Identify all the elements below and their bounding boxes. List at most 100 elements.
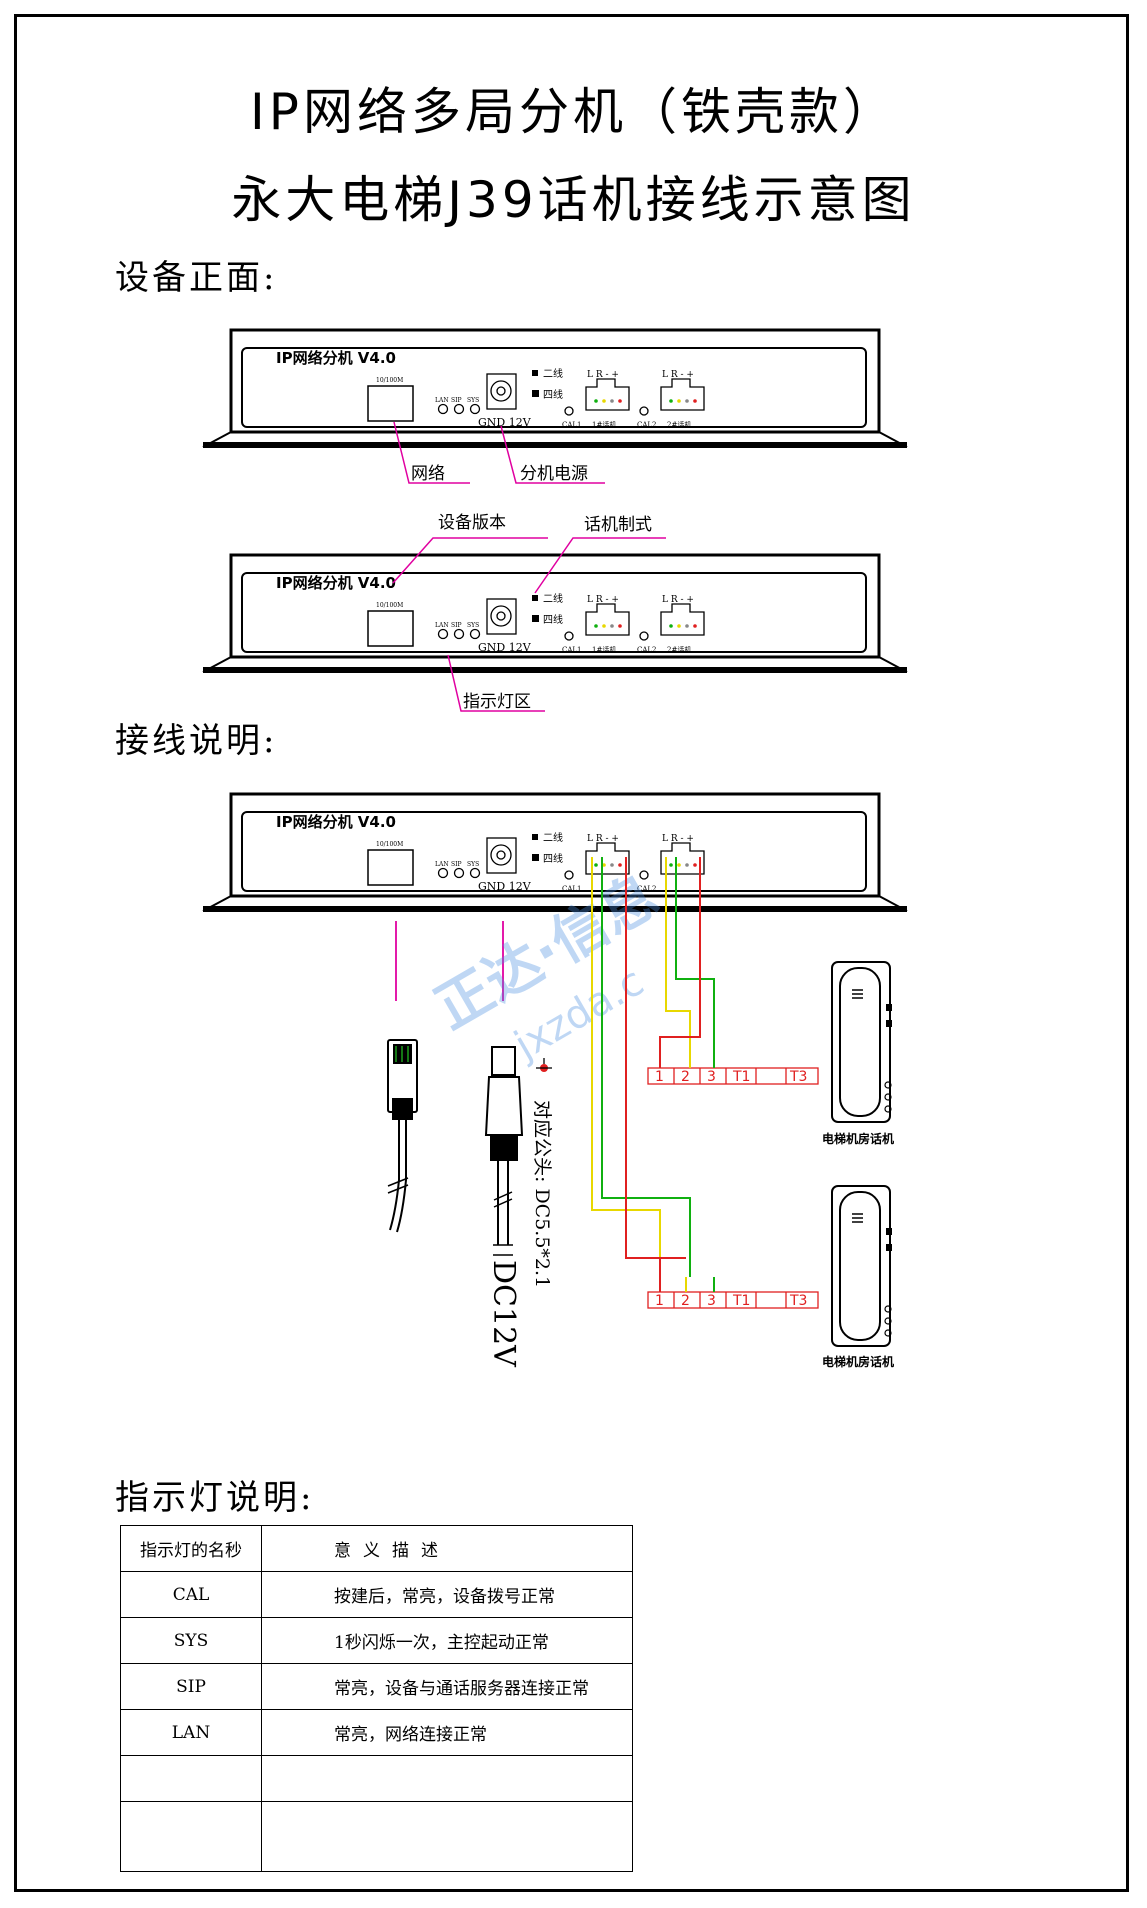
terminal-1-3: 3	[707, 1069, 716, 1085]
device-1-name: IP网络分机 V4.0	[276, 349, 396, 367]
row-name: SIP	[120, 1663, 262, 1710]
row-desc: 按建后，常亮，设备拨号正常	[261, 1571, 633, 1618]
terminal-1-t3: T3	[789, 1069, 807, 1085]
wire-red-2	[626, 1257, 661, 1277]
row-name	[120, 1801, 262, 1872]
title-line-2: 永大电梯J39话机接线示意图	[231, 171, 916, 229]
callout-network: 网络	[411, 464, 445, 484]
table-row: CAL 按建后，常亮，设备拨号正常	[120, 1571, 633, 1618]
callout-power: 分机电源	[520, 464, 588, 484]
device-2-power-label: GND 12V	[478, 641, 532, 654]
phone-label-2: 电梯机房话机	[822, 1354, 894, 1369]
row-desc	[261, 1755, 633, 1802]
elevator-phone-1	[831, 961, 893, 1123]
device-2-two-wire: 二线	[543, 592, 563, 605]
title-line-1: IP网络多局分机（铁壳款）	[250, 83, 897, 141]
terminal-1-1: 1	[655, 1069, 664, 1085]
table-row: SYS 1秒闪烁一次，主控起动正常	[120, 1617, 633, 1664]
device-2-name: IP网络分机 V4.0	[276, 574, 396, 592]
indicator-table: 指示灯的名秒 意义描述 CAL 按建后，常亮，设备拨号正常 SYS 1秒闪烁一次…	[120, 1525, 633, 1872]
device-1-led-sip: SIP	[451, 397, 462, 404]
terminal-2-2: 2	[681, 1293, 690, 1309]
elevator-phone-2	[831, 1185, 893, 1347]
terminal-2-3: 3	[707, 1293, 716, 1309]
callouts-device-2	[392, 537, 666, 712]
device-2-led-lan: LAN	[435, 622, 449, 629]
table-header: 指示灯的名秒 意义描述	[120, 1525, 633, 1572]
device-1-lr-2: L R - +	[662, 370, 694, 380]
device-front-2	[201, 553, 909, 675]
callout-led-area: 指示灯区	[463, 692, 531, 712]
device-3-cal2: CAL2	[637, 885, 657, 893]
device-1-four-wire: 四线	[543, 388, 563, 401]
callout-phone-mode: 话机制式	[584, 515, 652, 535]
row-desc: 1秒闪烁一次，主控起动正常	[261, 1617, 633, 1664]
device-3-lr-1: L R - +	[587, 834, 619, 844]
callout-version: 设备版本	[438, 513, 506, 533]
device-3-led-sip: SIP	[451, 861, 462, 868]
terminal-labels-2: 1 2 3 T1 T3	[655, 1293, 807, 1309]
terminal-1-t1: T1	[732, 1069, 750, 1085]
page-frame	[14, 14, 1129, 1892]
rj45-plug	[387, 1039, 418, 1233]
device-1-led-sys: SYS	[467, 397, 479, 404]
section-wiring: 接线说明:	[115, 721, 278, 761]
header-desc: 意义描述	[261, 1525, 633, 1572]
device-2-led-sys: SYS	[467, 622, 479, 629]
terminal-labels-1: 1 2 3 T1 T3	[655, 1069, 807, 1085]
device-1-power-label: GND 12V	[478, 416, 532, 429]
table-row: SIP 常亮，设备与通话服务器连接正常	[120, 1663, 633, 1710]
polarity-icon	[536, 1058, 552, 1072]
row-name: LAN	[120, 1709, 262, 1756]
row-name: CAL	[120, 1571, 262, 1618]
device-3-led-lan: LAN	[435, 861, 449, 868]
table-row	[120, 1801, 633, 1872]
device-3-port-speed: 10/100M	[376, 841, 403, 848]
device-1-phone2: 2#话机	[667, 420, 691, 429]
device-front-1	[201, 328, 909, 450]
device-front-3	[201, 792, 909, 914]
wire-ends-1	[659, 1053, 715, 1068]
device-2-phone1: 1#话机	[592, 645, 616, 654]
device-1-cal2: CAL2	[637, 421, 657, 429]
terminal-2-1: 1	[655, 1293, 664, 1309]
device-2-four-wire: 四线	[543, 613, 563, 626]
terminal-2-t3: T3	[789, 1293, 807, 1309]
device-3-two-wire: 二线	[543, 831, 563, 844]
device-1-port-speed: 10/100M	[376, 377, 403, 384]
device-3-name: IP网络分机 V4.0	[276, 813, 396, 831]
device-1-two-wire: 二线	[543, 367, 563, 380]
device-1-phone1: 1#话机	[592, 420, 616, 429]
device-2-labels: IP网络分机 V4.0 10/100M LAN SIP SYS GND 12V …	[276, 574, 694, 654]
device-2-cal2: CAL2	[637, 646, 657, 654]
header-name: 指示灯的名秒	[120, 1525, 262, 1572]
row-desc: 常亮，网络连接正常	[261, 1709, 633, 1756]
table-row: LAN 常亮，网络连接正常	[120, 1709, 633, 1756]
row-desc: 常亮，设备与通话服务器连接正常	[261, 1663, 633, 1710]
dc-plug	[484, 1046, 524, 1256]
device-2-phone2: 2#话机	[667, 645, 691, 654]
section-front: 设备正面:	[115, 258, 278, 298]
wire-ends-2	[659, 1277, 715, 1292]
device-1-lr-1: L R - +	[587, 370, 619, 380]
device-2-port-speed: 10/100M	[376, 602, 403, 609]
device-2-lr-1: L R - +	[587, 595, 619, 605]
device-2-led-sip: SIP	[451, 622, 462, 629]
section-indicator: 指示灯说明:	[115, 1478, 315, 1518]
device-3-four-wire: 四线	[543, 852, 563, 865]
phone-label-1: 电梯机房话机	[822, 1131, 894, 1146]
jack-note: 对应公头: DC5.5*2.1	[531, 1100, 553, 1288]
dc12v-label: DC12V	[486, 1260, 521, 1368]
row-name	[120, 1755, 262, 1802]
table-row	[120, 1755, 633, 1802]
device-2-cal1: CAL1	[562, 646, 582, 654]
device-3-lr-2: L R - +	[662, 834, 694, 844]
device-1-cal1: CAL1	[562, 421, 582, 429]
row-name: SYS	[120, 1617, 262, 1664]
device-3-labels: IP网络分机 V4.0 10/100M LAN SIP SYS GND 12V …	[276, 813, 694, 893]
terminal-2-t1: T1	[732, 1293, 750, 1309]
device-1-led-lan: LAN	[435, 397, 449, 404]
callouts-device-1	[393, 421, 605, 484]
device-3-power-label: GND 12V	[478, 880, 532, 893]
